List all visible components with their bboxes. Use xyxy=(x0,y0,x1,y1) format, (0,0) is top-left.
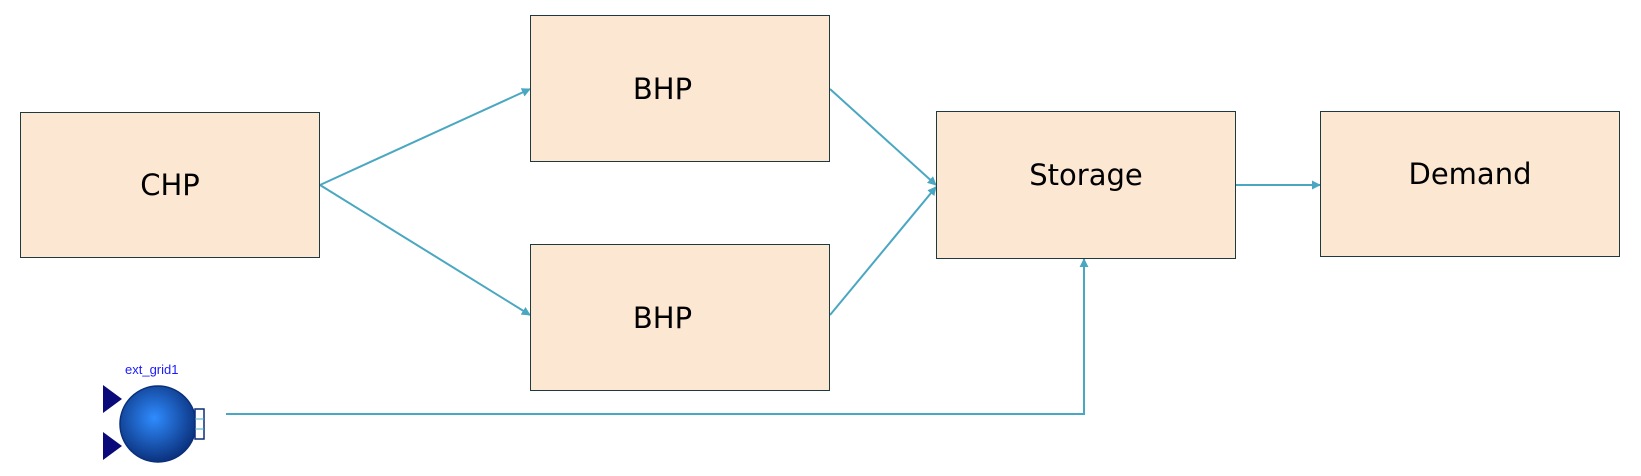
bhp-block-top[interactable]: BHP xyxy=(530,15,830,162)
output-port-icon xyxy=(194,408,205,440)
demand-block[interactable]: Demand xyxy=(1320,111,1620,257)
ext-grid-label: ext_grid1 xyxy=(125,362,179,377)
bhp-top-label: BHP xyxy=(632,71,693,106)
connector-chp-to-bhp-bottom xyxy=(319,184,531,316)
storage-block[interactable]: Storage xyxy=(936,111,1236,259)
connector-bhp-bottom-to-storage xyxy=(829,186,937,316)
input-port-top-icon xyxy=(103,385,122,413)
chp-label: CHP xyxy=(140,168,200,202)
storage-label: Storage xyxy=(1029,158,1143,192)
connector-ext-grid-to-storage xyxy=(226,258,1089,415)
ext-grid-component[interactable] xyxy=(103,385,205,463)
chp-block[interactable]: CHP xyxy=(20,112,320,258)
demand-label: Demand xyxy=(1408,157,1532,191)
input-port-bottom-icon xyxy=(103,432,122,460)
sphere-grid-icon xyxy=(119,385,197,463)
bhp-block-bottom[interactable]: BHP xyxy=(530,244,830,391)
bhp-bottom-label: BHP xyxy=(632,300,693,335)
connector-bhp-top-to-storage xyxy=(829,88,937,186)
connector-chp-to-bhp-top xyxy=(319,88,531,186)
